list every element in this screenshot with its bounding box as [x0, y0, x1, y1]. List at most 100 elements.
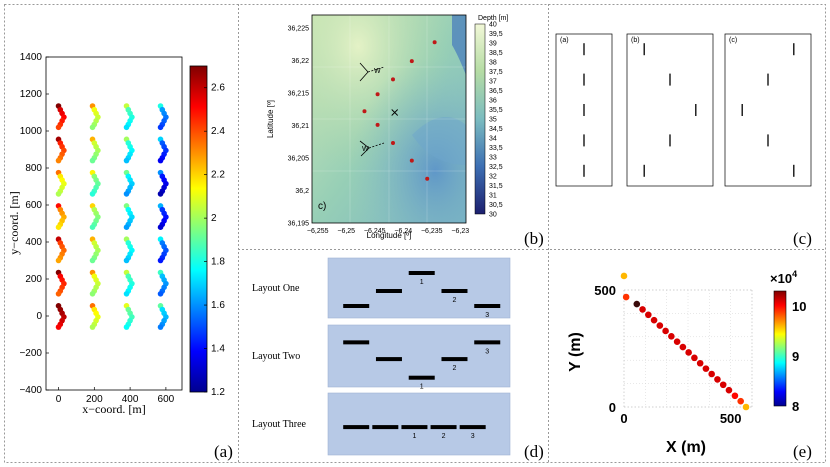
- panel-a-xtick-label: 0: [56, 394, 62, 405]
- panel-d-device: [408, 271, 435, 275]
- panel-b-xtick-label: −6,235: [421, 228, 443, 235]
- panel-b-ytick-label: 36,21: [291, 123, 309, 130]
- panel-a-ytick-label: 600: [25, 200, 42, 211]
- panel-b-cross-marker: [391, 109, 399, 116]
- panel-a-point: [55, 291, 62, 297]
- panel-e-points: [620, 272, 750, 411]
- panel-b-xtick-label: −6,245: [364, 228, 386, 235]
- panel-b-xtick-label: −6,24: [394, 228, 412, 235]
- panel-d-layout-name: Layout Two: [252, 351, 300, 362]
- panel-e-ylabel: Y (m): [567, 332, 584, 372]
- panel-c-layout-label: (b): [631, 37, 640, 44]
- panel-b: W W c) −6,255−6,25−6,245−6,24−6,235−6,23…: [266, 14, 544, 248]
- panel-e-point: [708, 370, 715, 378]
- panel-d-device-number: 2: [442, 433, 446, 440]
- panel-d-device: [459, 425, 486, 430]
- map-grid: [312, 15, 466, 223]
- panel-b-colorbar-tick-label: 40: [489, 21, 497, 28]
- panel-b-colorbar: [474, 23, 486, 215]
- panel-c-label: (c): [793, 229, 812, 248]
- panel-a-label: (a): [214, 442, 233, 461]
- panel-e-point: [639, 306, 646, 313]
- panel-e-colorbar-tick-label: 10: [792, 299, 806, 314]
- panel-e-point: [656, 322, 664, 329]
- panel-a-ytick-label: 1000: [20, 126, 43, 137]
- panel-a-ytick-label: 400: [25, 237, 42, 248]
- panel-d-device: [408, 375, 435, 380]
- panel-a-point: [55, 191, 62, 197]
- panel-d-device-number: 3: [471, 433, 475, 440]
- panel-a-point: [89, 291, 96, 297]
- panel-a-point: [157, 324, 164, 330]
- panel-c: (a)(b)(c) (c): [555, 33, 812, 248]
- panel-e-point: [633, 300, 641, 308]
- panel-d-device: [343, 304, 370, 308]
- panel-e-xtick-label: 0: [620, 411, 627, 426]
- deep-area: [412, 117, 466, 165]
- panel-a-point: [157, 291, 164, 297]
- panel-d-device: [441, 289, 468, 293]
- panel-d-device-number: 1: [420, 384, 424, 391]
- panel-a-point: [89, 324, 96, 330]
- panel-b-colorbar-tick-label: 38: [489, 59, 497, 66]
- panel-a-colorbar-tick-label: 2.6: [211, 83, 225, 94]
- panel-a-ytick-label: 0: [36, 311, 42, 322]
- panel-a-point: [89, 257, 96, 264]
- panel-d-device-number: 3: [485, 348, 489, 355]
- panel-e-point: [719, 381, 727, 389]
- panel-c-layout-label: (c): [729, 37, 737, 44]
- panel-a-colorbar-tick-label: 2.2: [211, 170, 225, 181]
- panel-a-point: [55, 157, 62, 164]
- wave-label-upper: W: [374, 68, 381, 75]
- panel-e-xlabel: X (m): [666, 439, 706, 456]
- panel-e-point: [645, 311, 652, 319]
- panel-d-label: (d): [524, 442, 544, 461]
- panel-e-point: [662, 327, 669, 335]
- panel-b-colorbar-tick-label: 39: [489, 40, 497, 47]
- panel-b-ytick-label: 36,205: [288, 156, 310, 163]
- panel-a-point: [123, 257, 130, 264]
- panel-e-point: [673, 338, 681, 346]
- panel-b-ytick-label: 36,195: [288, 221, 310, 228]
- panel-e-point: [742, 403, 750, 411]
- panel-d-device-number: 1: [412, 433, 416, 440]
- panel-a-colorbar-tick-label: 1.8: [211, 257, 225, 268]
- panel-e-colorbar-exponent: ×104: [770, 269, 797, 286]
- panel-a-point: [55, 224, 62, 230]
- panel-d-layout-name: Layout Three: [252, 419, 307, 430]
- panel-a-colorbar: [189, 65, 208, 393]
- panel-b-colorbar-tick-label: 39,5: [489, 31, 503, 38]
- panel-a-xtick-label: 200: [86, 394, 103, 405]
- panel-b-colorbar-ticks: 3030,53131,53232,53333,53434,53535,53636…: [489, 21, 503, 218]
- panel-b-colorbar-tick-label: 30,5: [489, 202, 503, 209]
- panel-e-xtick-label: 500: [720, 411, 742, 426]
- panel-e-point: [737, 397, 744, 405]
- panel-e-point: [696, 359, 704, 367]
- panel-a-point: [157, 257, 164, 264]
- panel-d-layout-box: [327, 392, 511, 456]
- panel-a-point: [89, 191, 96, 197]
- panel-d-device: [401, 425, 428, 430]
- panel-b-colorbar-tick-label: 33: [489, 154, 497, 161]
- panel-b-point: [375, 92, 380, 97]
- panel-b-point: [425, 176, 430, 181]
- panel-c-layout-box: [724, 33, 812, 187]
- panel-d-layout-name: Layout One: [252, 283, 300, 294]
- panel-a-axes-frame: [45, 56, 183, 391]
- panel-d-device: [375, 357, 402, 362]
- panel-a-colorbar-tick-label: 1.6: [211, 300, 225, 311]
- panel-b-colorbar-tick-label: 34: [489, 135, 497, 142]
- panel-a-colorbar-tick-label: 1.2: [211, 387, 225, 398]
- panel-a-point: [123, 291, 130, 297]
- panel-a-point: [89, 157, 96, 164]
- wave-arrow-lower-line: [368, 142, 385, 149]
- panel-b-point: [432, 40, 437, 45]
- panel-b-colorbar-tick-label: 30: [489, 211, 497, 218]
- panel-d-device: [372, 425, 399, 430]
- panel-d-device: [430, 425, 457, 430]
